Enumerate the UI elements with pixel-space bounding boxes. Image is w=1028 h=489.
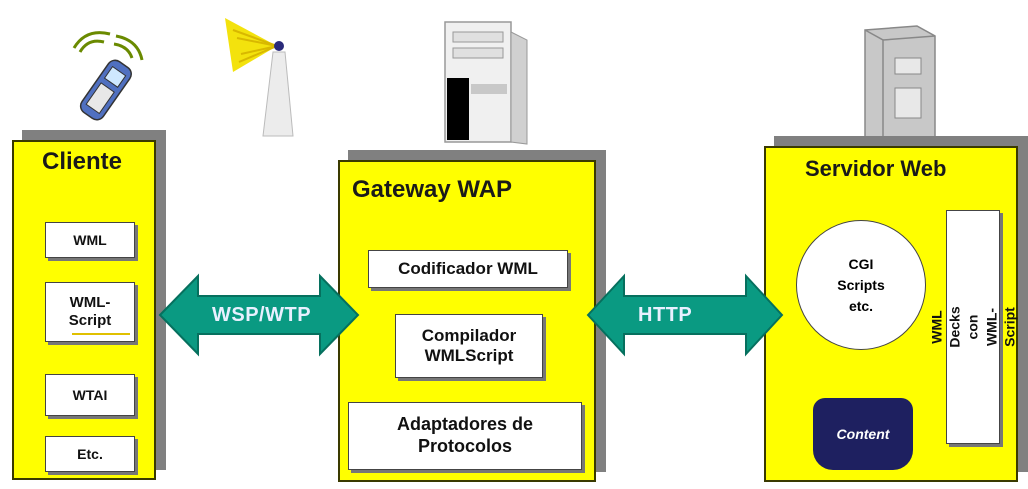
gateway-item-compilador: Compilador WMLScript [395,314,543,378]
cliente-item-wml: WML [45,222,135,258]
gateway-server-icon [444,21,528,145]
gateway-item-codificador: Codificador WML [368,250,568,288]
servidor-title: Servidor Web [805,156,947,181]
cgi-scripts-circle: CGI Scripts etc. [796,220,926,350]
cliente-item-wtai: WTAI [45,374,135,416]
cliente-title: Cliente [42,148,123,175]
wml-decks-box: WML Decks con WML-Script [929,210,1017,444]
gateway-item-adaptadores: Adaptadores de Protocolos [348,402,582,470]
content-badge: Content [813,398,913,470]
wsp-wtp-arrow [158,273,360,357]
wml-decks-label: WML Decks con WML-Script [928,306,1018,348]
cliente-item-etc: Etc. [45,436,135,472]
cliente-item-wmlscript: WML- Script [45,282,135,342]
wsp-wtp-label: WSP/WTP [212,304,312,326]
http-label: HTTP [638,304,693,326]
web-server-icon [864,25,936,157]
gateway-title: Gateway WAP [352,176,513,203]
wmlscript-underline [72,333,130,335]
mobile-phone-icon [72,31,144,121]
antenna-tower-icon [225,18,294,137]
http-arrow [586,273,784,357]
